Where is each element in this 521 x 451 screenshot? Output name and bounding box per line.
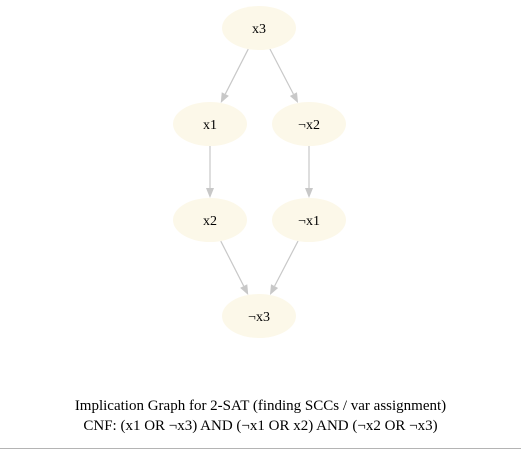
node-label: x3 [252, 22, 266, 37]
edge-arrowhead-x3-to-x1 [220, 92, 229, 103]
graph-node-x3: x3 [222, 6, 296, 50]
node-label: x1 [203, 118, 217, 133]
edge-x3-to-x1 [224, 48, 249, 95]
node-ellipse [272, 198, 346, 242]
graph-node-x1: x1 [173, 102, 247, 146]
node-label: ¬x3 [248, 310, 270, 325]
edge-x3-to-nx2 [269, 48, 294, 95]
edge-arrowhead-nx1-to-nx3 [269, 284, 279, 295]
node-ellipse [173, 102, 247, 146]
edges-layer [206, 48, 313, 295]
node-ellipse [272, 102, 346, 146]
edge-arrowhead-x3-to-nx2 [289, 92, 299, 103]
graph-node-x2: x2 [173, 198, 247, 242]
node-label: x2 [203, 214, 217, 229]
graph-caption-title: Implication Graph for 2-SAT (finding SCC… [74, 398, 447, 414]
edge-x2-to-nx3 [220, 240, 245, 287]
graph-node-nx3: ¬x3 [222, 294, 296, 338]
node-label: ¬x1 [298, 214, 320, 229]
graph-caption-cnf: CNF: (x1 OR ¬x3) AND (¬x1 OR x2) AND (¬x… [83, 418, 438, 434]
edge-arrowhead-nx2-to-nx1 [305, 188, 313, 198]
bottom-divider [0, 448, 521, 449]
node-ellipse [173, 198, 247, 242]
nodes-layer: x3 x1 ¬x2 x2 ¬x1 ¬x3 [173, 6, 346, 338]
graph-node-nx2: ¬x2 [272, 102, 346, 146]
graph-node-nx1: ¬x1 [272, 198, 346, 242]
edge-arrowhead-x1-to-x2 [206, 188, 214, 198]
edge-arrowhead-x2-to-nx3 [240, 284, 249, 295]
node-label: ¬x2 [298, 118, 320, 133]
edge-nx1-to-nx3 [274, 240, 299, 287]
node-ellipse [222, 294, 296, 338]
node-ellipse [222, 6, 296, 50]
